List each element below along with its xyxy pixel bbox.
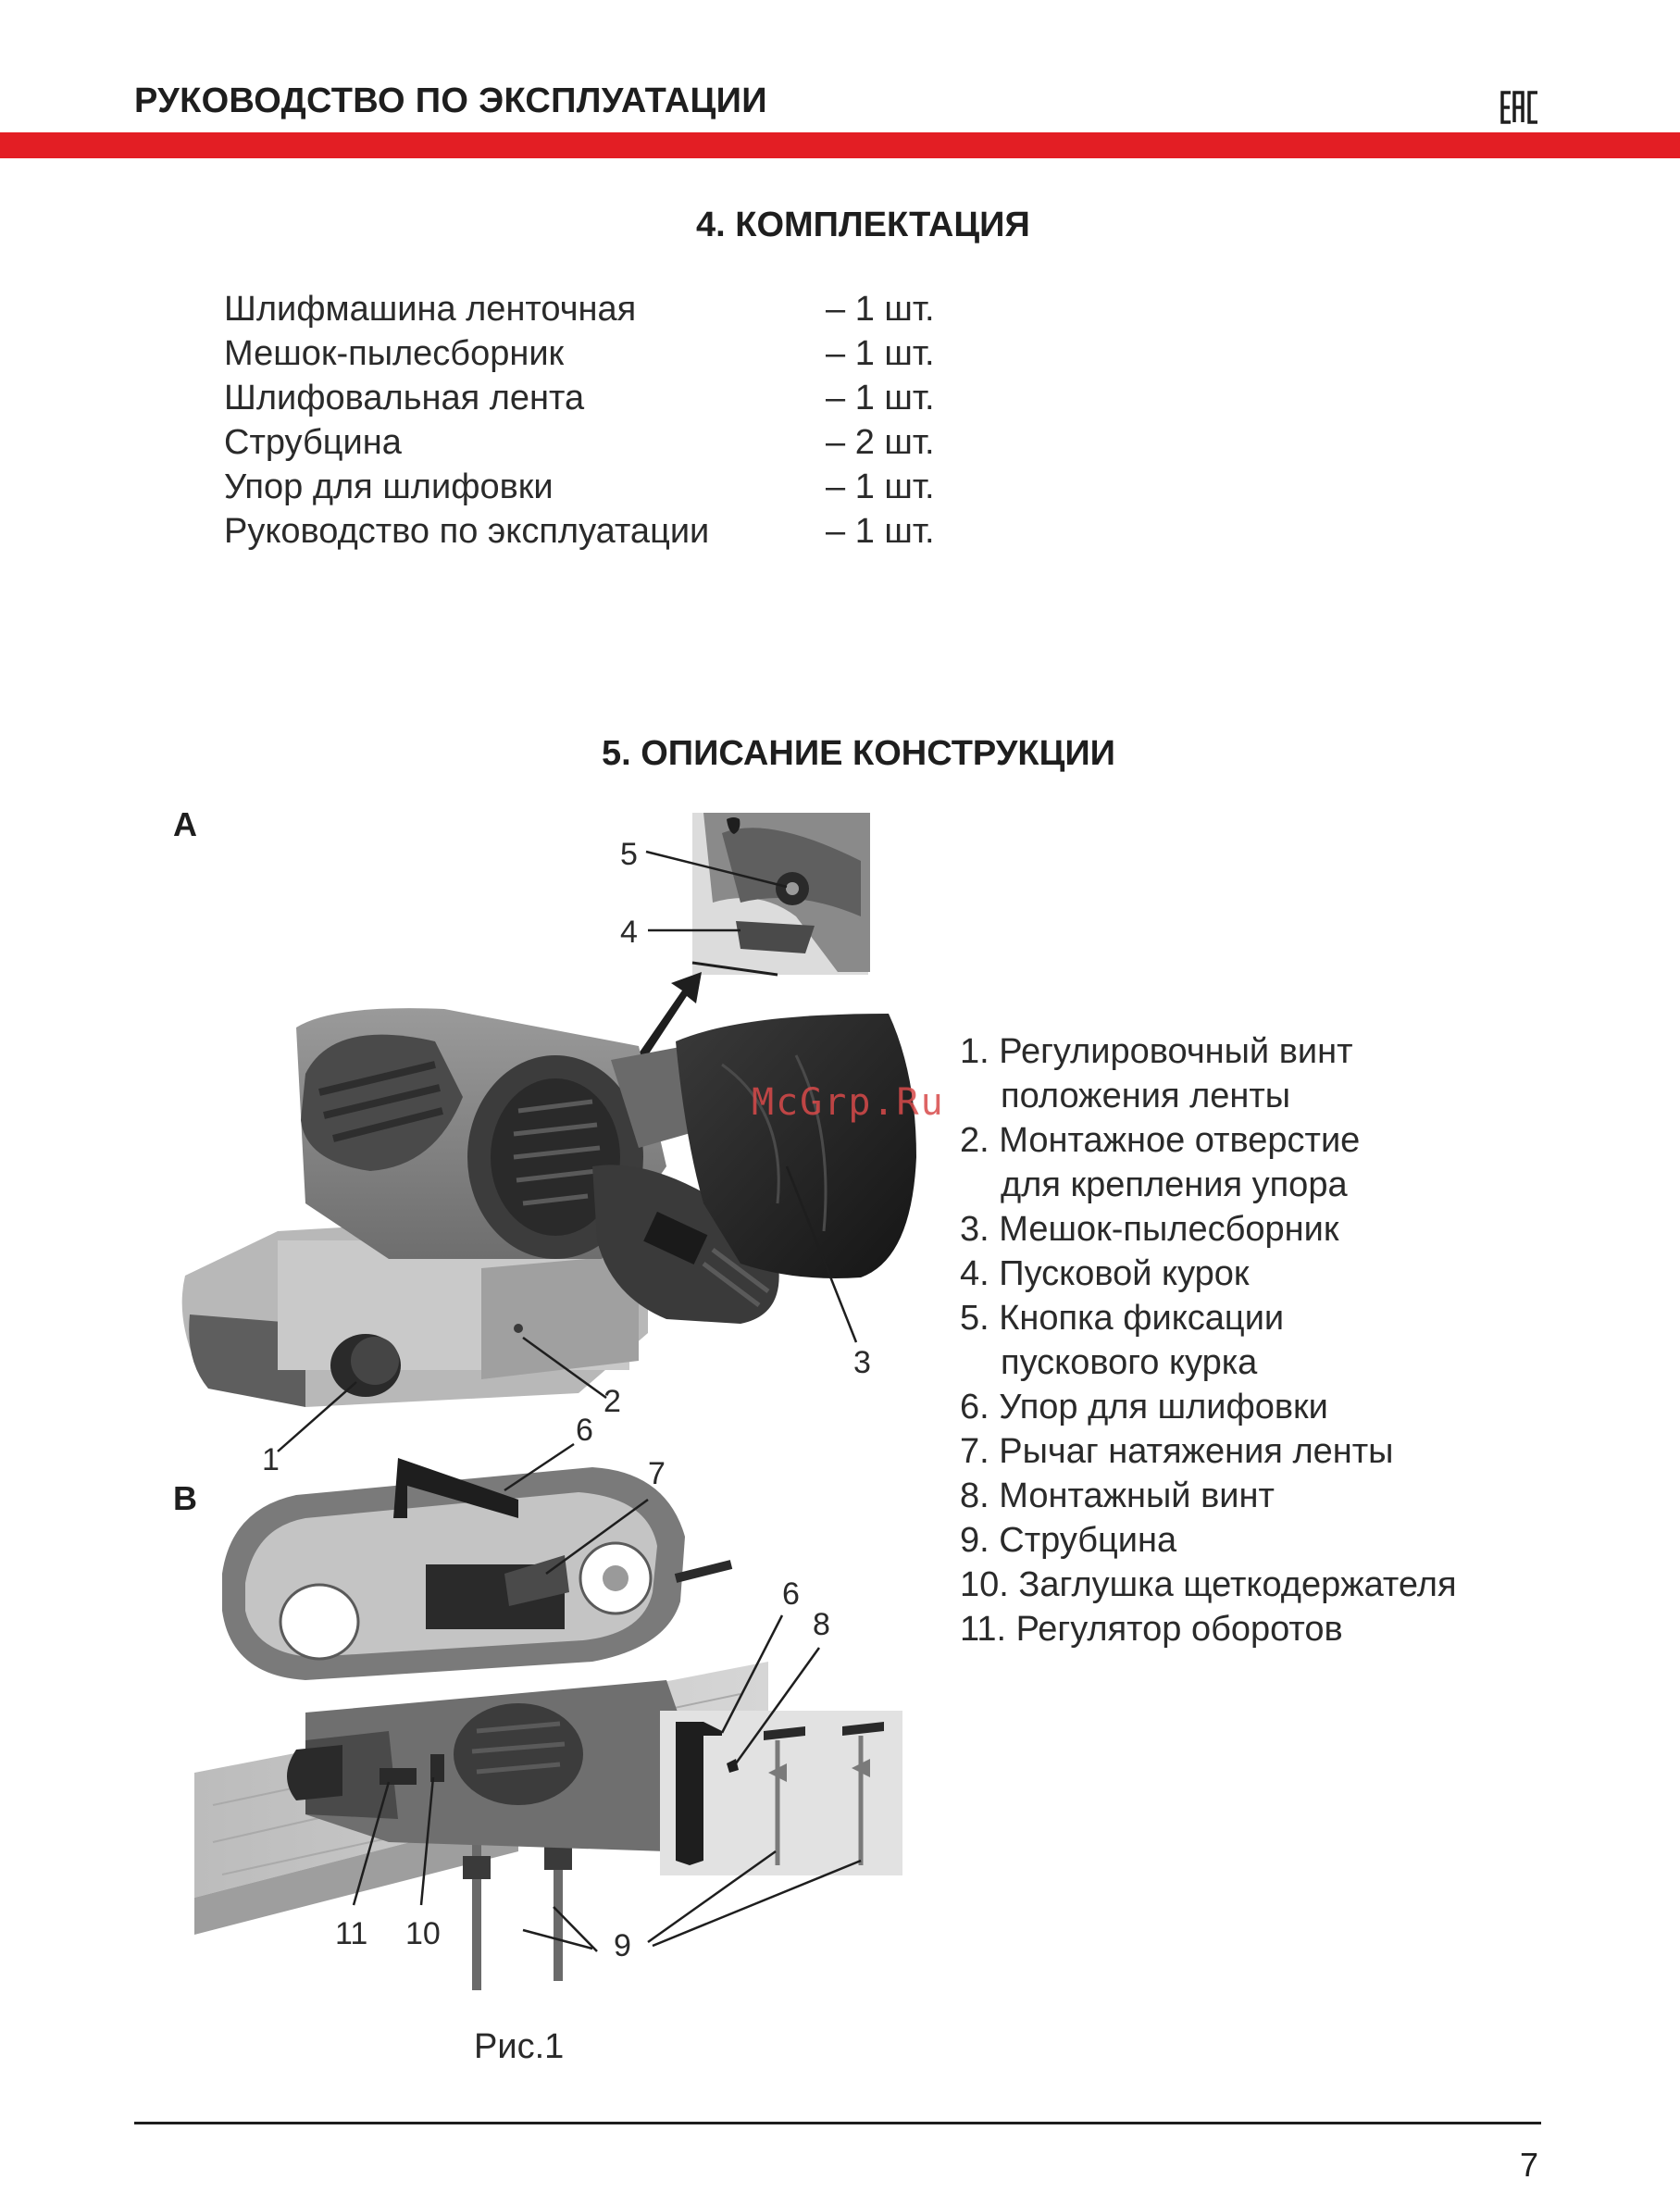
kit-item-qty: – 2 шт. — [826, 423, 935, 462]
detail-arrow-icon — [639, 972, 702, 1061]
legend-item: 2. Монтажное отверстие для крепления упор… — [960, 1118, 1626, 1207]
parts-legend: 1. Регулировочный винт положения ленты 2.… — [960, 1029, 1626, 1651]
legend-text: Регулятор оборотов — [1015, 1610, 1343, 1649]
callout-6-inset: 6 — [782, 1576, 800, 1612]
kit-item-qty: – 1 шт. — [826, 290, 935, 329]
callout-5: 5 — [620, 837, 638, 872]
legend-number: 2. — [960, 1121, 989, 1160]
kit-item-qty: – 1 шт. — [826, 467, 935, 506]
callout-3: 3 — [853, 1345, 871, 1380]
legend-item: 10. Заглушка щеткодержателя — [960, 1563, 1626, 1607]
legend-item: 8. Монтажный винт — [960, 1474, 1626, 1518]
kit-list-item: Шлифовальная лента – 1 шт. — [224, 376, 964, 420]
legend-number: 1. — [960, 1032, 989, 1071]
belt-sander-view-b — [194, 1458, 768, 1990]
legend-item: 1. Регулировочный винт положения ленты — [960, 1029, 1626, 1118]
kit-item-name: Руководство по эксплуатации — [224, 512, 710, 551]
callout-6: 6 — [576, 1413, 593, 1448]
callout-7: 7 — [648, 1456, 666, 1491]
kit-item-name: Упор для шлифовки — [224, 467, 554, 506]
callout-lines-a — [277, 850, 858, 1452]
kit-list-item: Мешок-пылесборник – 1 шт. — [224, 331, 964, 376]
legend-text: Кнопка фиксации — [999, 1299, 1285, 1338]
kit-item-name: Мешок-пылесборник — [224, 334, 565, 373]
belt-sander-view-a — [181, 1008, 916, 1407]
kit-item-name: Шлифовальная лента — [224, 379, 585, 417]
legend-number: 7. — [960, 1432, 989, 1471]
page-number: 7 — [1520, 2146, 1539, 2184]
legend-number: 4. — [960, 1254, 989, 1293]
kit-item-qty: – 1 шт. — [826, 379, 935, 417]
header-red-band — [0, 132, 1680, 158]
legend-number: 5. — [960, 1299, 989, 1338]
kit-list-item: Струбцина – 2 шт. — [224, 420, 964, 465]
legend-text: Монтажный винт — [999, 1476, 1275, 1515]
legend-text: Монтажное отверстие — [999, 1121, 1361, 1160]
watermark-text: McGrp.Ru — [752, 1081, 945, 1124]
legend-text: Упор для шлифовки — [999, 1388, 1328, 1426]
callout-11: 11 — [335, 1916, 368, 1951]
callout-1: 1 — [262, 1442, 280, 1477]
figure-caption: Рис.1 — [474, 2027, 565, 2066]
callout-2: 2 — [604, 1384, 621, 1419]
legend-item: 5. Кнопка фиксации пускового курка — [960, 1296, 1626, 1385]
legend-item: 3. Мешок-пылесборник — [960, 1207, 1626, 1252]
callout-8: 8 — [813, 1607, 830, 1642]
accessories-inset-photo — [660, 1711, 902, 1875]
legend-text: Пусковой курок — [999, 1254, 1250, 1293]
callout-9: 9 — [614, 1928, 631, 1963]
kit-list-item: Шлифмашина ленточная – 1 шт. — [224, 287, 964, 331]
legend-number: 9. — [960, 1521, 989, 1560]
legend-number: 6. — [960, 1388, 989, 1426]
legend-text-cont: пускового курка — [1001, 1343, 1258, 1382]
legend-text: Рычаг натяжения ленты — [999, 1432, 1394, 1471]
callout-4: 4 — [620, 915, 638, 950]
kit-list-item: Руководство по эксплуатации – 1 шт. — [224, 509, 964, 554]
kit-item-qty: – 1 шт. — [826, 334, 935, 373]
section-5-title: 5. ОПИСАНИЕ КОНСТРУКЦИИ — [602, 734, 1115, 773]
figure-b-label: B — [173, 1479, 197, 1517]
kit-list: Шлифмашина ленточная – 1 шт. Мешок-пылес… — [224, 287, 964, 554]
legend-text-cont: для крепления упора — [1001, 1165, 1348, 1204]
legend-item: 6. Упор для шлифовки — [960, 1385, 1626, 1429]
kit-item-name: Струбцина — [224, 423, 402, 462]
legend-item: 11. Регулятор оборотов — [960, 1607, 1626, 1651]
legend-number: 3. — [960, 1210, 989, 1249]
kit-item-qty: – 1 шт. — [826, 512, 935, 551]
legend-text: Регулировочный винт — [999, 1032, 1353, 1071]
trigger-detail-inset — [691, 813, 870, 977]
legend-item: 9. Струбцина — [960, 1518, 1626, 1563]
callout-lines-b — [352, 1442, 862, 1952]
legend-text-cont: положения ленты — [1001, 1077, 1291, 1115]
figure-a-label: A — [173, 805, 197, 843]
legend-text: Мешок-пылесборник — [999, 1210, 1339, 1249]
page-header-title: РУКОВОДСТВО ПО ЭКСПЛУАТАЦИИ — [134, 81, 767, 120]
footer-rule — [134, 2122, 1541, 2124]
kit-item-name: Шлифмашина ленточная — [224, 290, 637, 329]
eac-mark-icon — [1500, 91, 1537, 124]
legend-item: 7. Рычаг натяжения ленты — [960, 1429, 1626, 1474]
legend-number: 11. — [960, 1610, 1007, 1649]
legend-number: 10. — [960, 1565, 1009, 1604]
legend-item: 4. Пусковой курок — [960, 1252, 1626, 1296]
legend-number: 8. — [960, 1476, 989, 1515]
kit-list-item: Упор для шлифовки – 1 шт. — [224, 465, 964, 509]
legend-text: Заглушка щеткодержателя — [1018, 1565, 1457, 1604]
section-4-title: 4. КОМПЛЕКТАЦИЯ — [696, 206, 1030, 244]
legend-text: Струбцина — [999, 1521, 1177, 1560]
callout-10: 10 — [405, 1916, 441, 1951]
